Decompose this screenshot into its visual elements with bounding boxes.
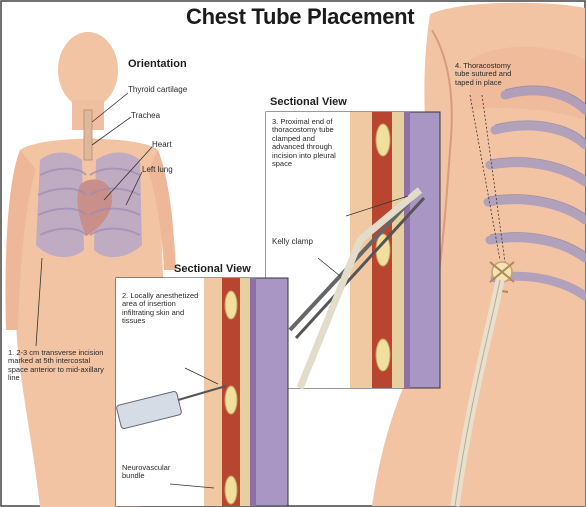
label-trachea: Trachea [131, 112, 160, 121]
label-thyroid-cartilage: Thyroid cartilage [128, 86, 187, 95]
label-kelly-clamp: Kelly clamp [272, 238, 313, 247]
label-left-lung: Left lung [142, 166, 173, 175]
step-2-text: 2. Locally anesthetized area of insertio… [122, 292, 202, 326]
label-heart: Heart [152, 141, 172, 150]
step-3-text: 3. Proximal end of thoracostomy tube cla… [272, 118, 348, 168]
diagram-title: Chest Tube Placement [186, 4, 414, 30]
sectional-view-1-heading: Sectional View [174, 263, 251, 275]
step-4-text: 4. Thoracostomy tube sutured and taped i… [455, 62, 527, 87]
sectional-view-2-heading: Sectional View [270, 96, 347, 108]
step-1-text: 1. 2-3 cm transverse incision marked at … [8, 349, 112, 383]
label-neurovascular-bundle: Neurovascular bundle [122, 464, 192, 481]
orientation-heading: Orientation [128, 58, 187, 70]
